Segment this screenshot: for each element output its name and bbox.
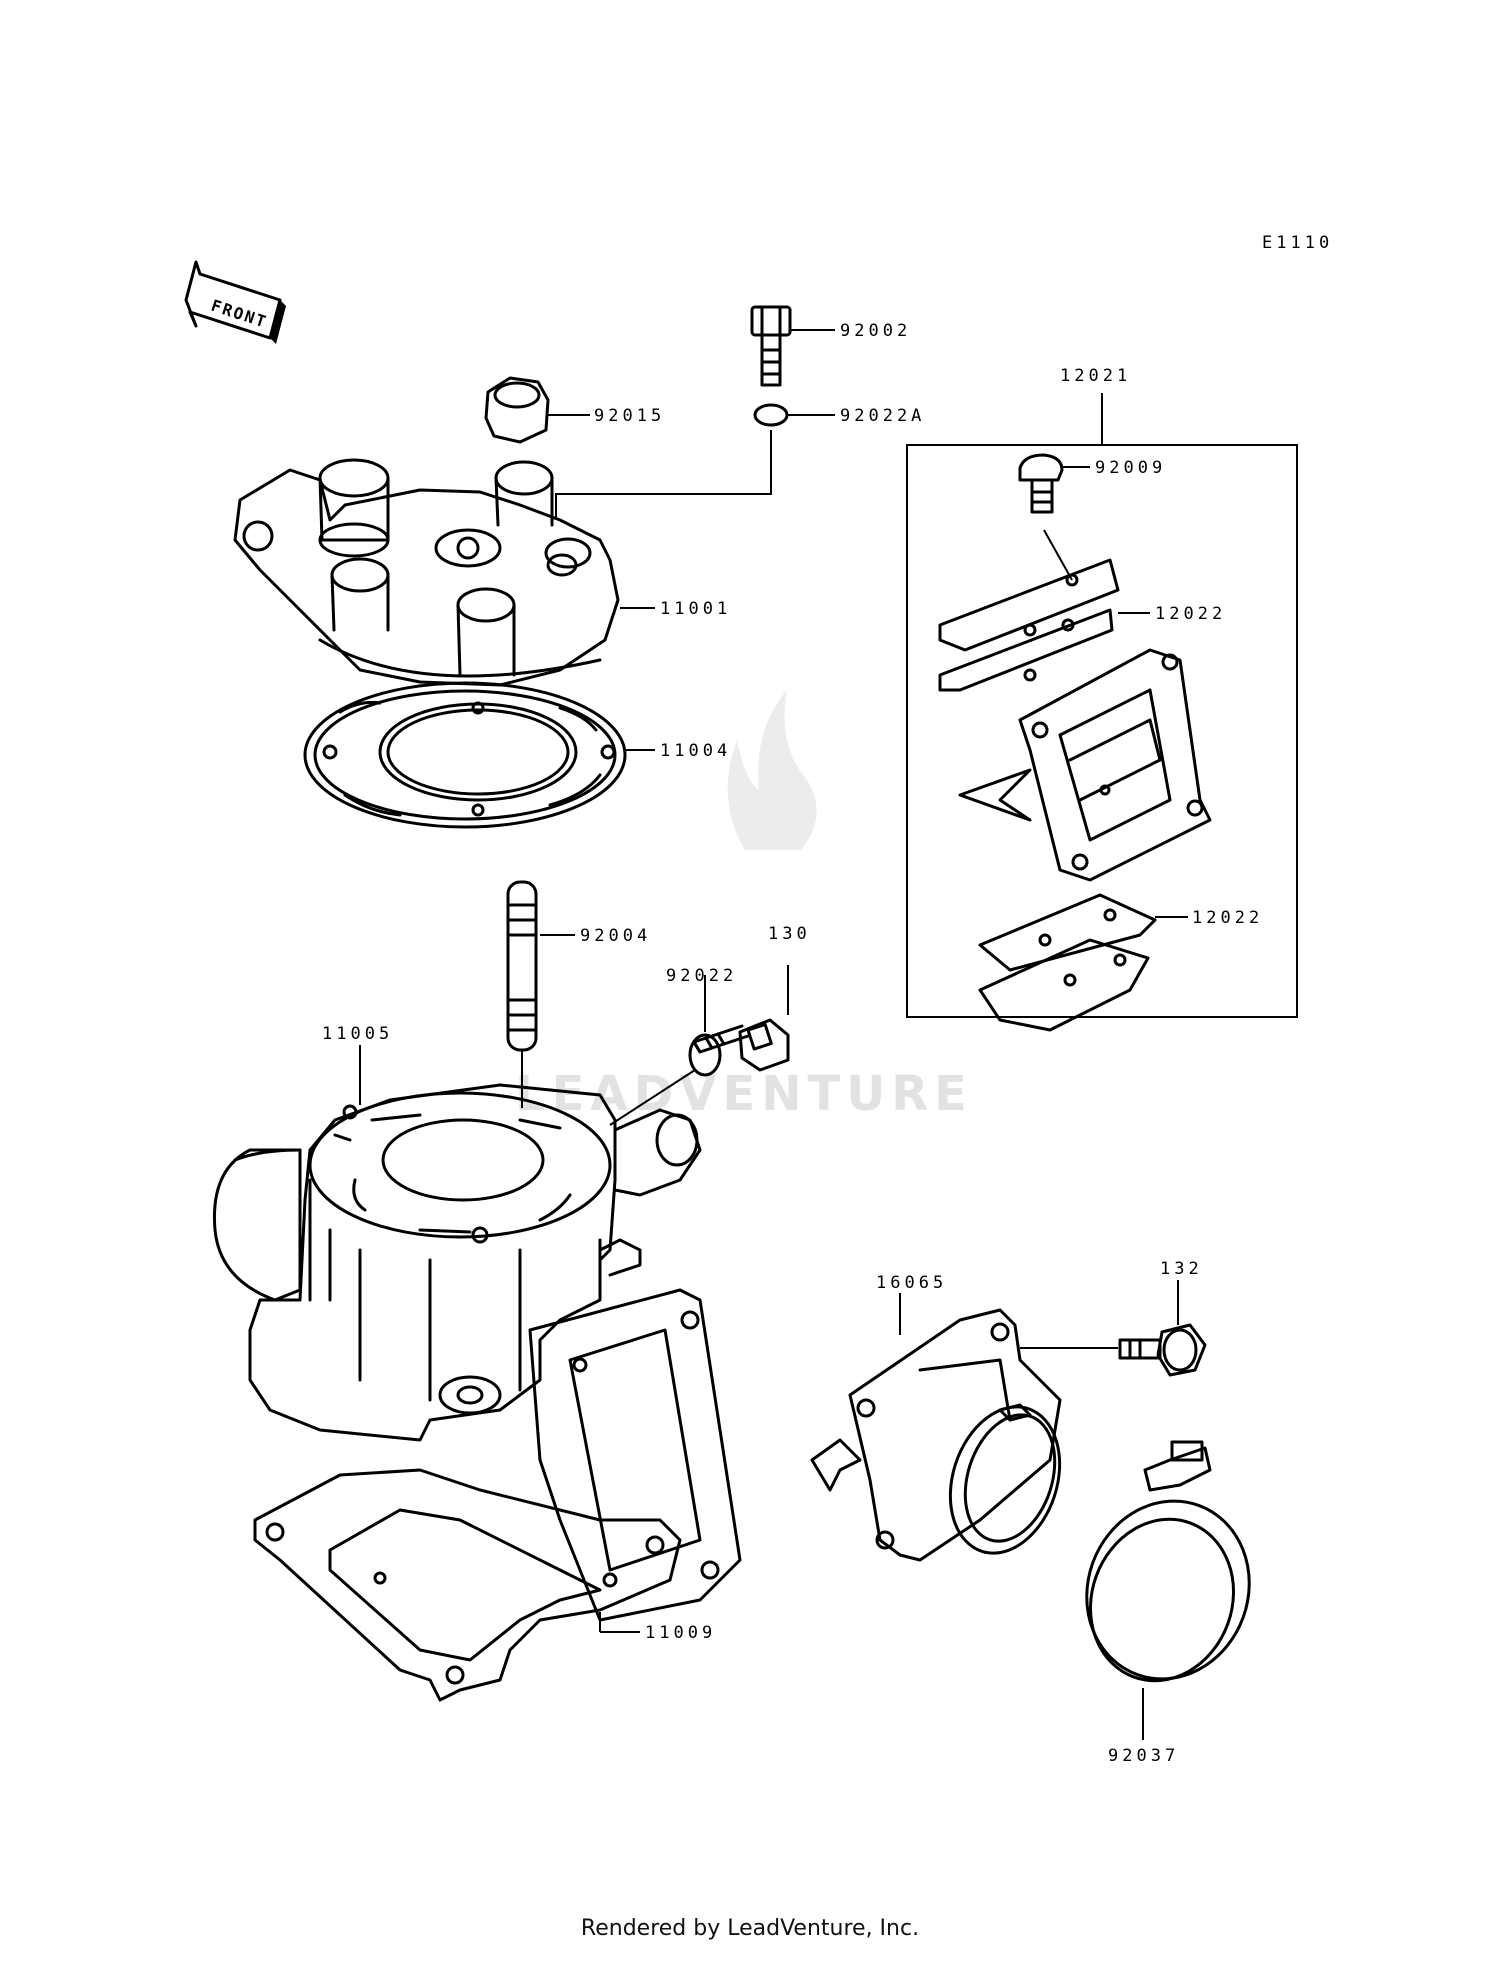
front-label: FRONT xyxy=(209,296,270,332)
label-92037: 92037 xyxy=(1108,1746,1179,1766)
front-arrow: FRONT xyxy=(184,260,286,344)
label-92004: 92004 xyxy=(580,926,651,946)
washer-92022 xyxy=(688,1033,722,1077)
label-130: 130 xyxy=(768,924,811,944)
intake-manifold-16065 xyxy=(810,1308,1062,1562)
label-12022-upper: 12022 xyxy=(1155,604,1226,624)
part-labels: 92002 92015 92022A 12021 92009 11001 120… xyxy=(322,321,1263,1766)
reed-block xyxy=(958,648,1212,882)
label-92022A: 92022A xyxy=(840,406,925,426)
base-gasket-11009 xyxy=(253,1468,682,1702)
bolt-130 xyxy=(692,1018,790,1072)
cylinder-11005 xyxy=(212,1083,742,1622)
clamp-92037 xyxy=(1085,1440,1251,1683)
reed-valve-box-12021 xyxy=(906,444,1298,1018)
leader-lines xyxy=(359,329,1188,1633)
label-92022: 92022 xyxy=(666,966,737,986)
bolt-132 xyxy=(1118,1323,1207,1377)
cylinder-head-11001 xyxy=(233,458,620,687)
watermark: LEADVENTURE xyxy=(515,690,967,1122)
screw-92009 xyxy=(1018,453,1064,514)
head-gasket-11004 xyxy=(303,681,627,829)
label-11005: 11005 xyxy=(322,1024,393,1044)
label-12022-lower: 12022 xyxy=(1192,908,1263,928)
washer-92022A xyxy=(753,403,789,427)
footer-credit: Rendered by LeadVenture, Inc. xyxy=(580,1916,920,1941)
label-11001: 11001 xyxy=(660,599,731,619)
label-11009: 11009 xyxy=(645,1623,716,1643)
label-92002: 92002 xyxy=(840,321,911,341)
label-132: 132 xyxy=(1160,1259,1203,1279)
label-11004: 11004 xyxy=(660,741,731,761)
reed-plate-12022-lower xyxy=(978,893,1157,1032)
bolt-92002 xyxy=(750,305,792,387)
label-92015: 92015 xyxy=(594,406,665,426)
diagram-code: E1110 xyxy=(1262,233,1333,253)
label-12021: 12021 xyxy=(1060,366,1131,386)
reed-plate-12022-upper xyxy=(938,558,1120,692)
nut-92015 xyxy=(484,376,550,444)
label-92009: 92009 xyxy=(1095,458,1166,478)
label-16065: 16065 xyxy=(876,1273,947,1293)
stud-92004 xyxy=(506,880,538,1052)
